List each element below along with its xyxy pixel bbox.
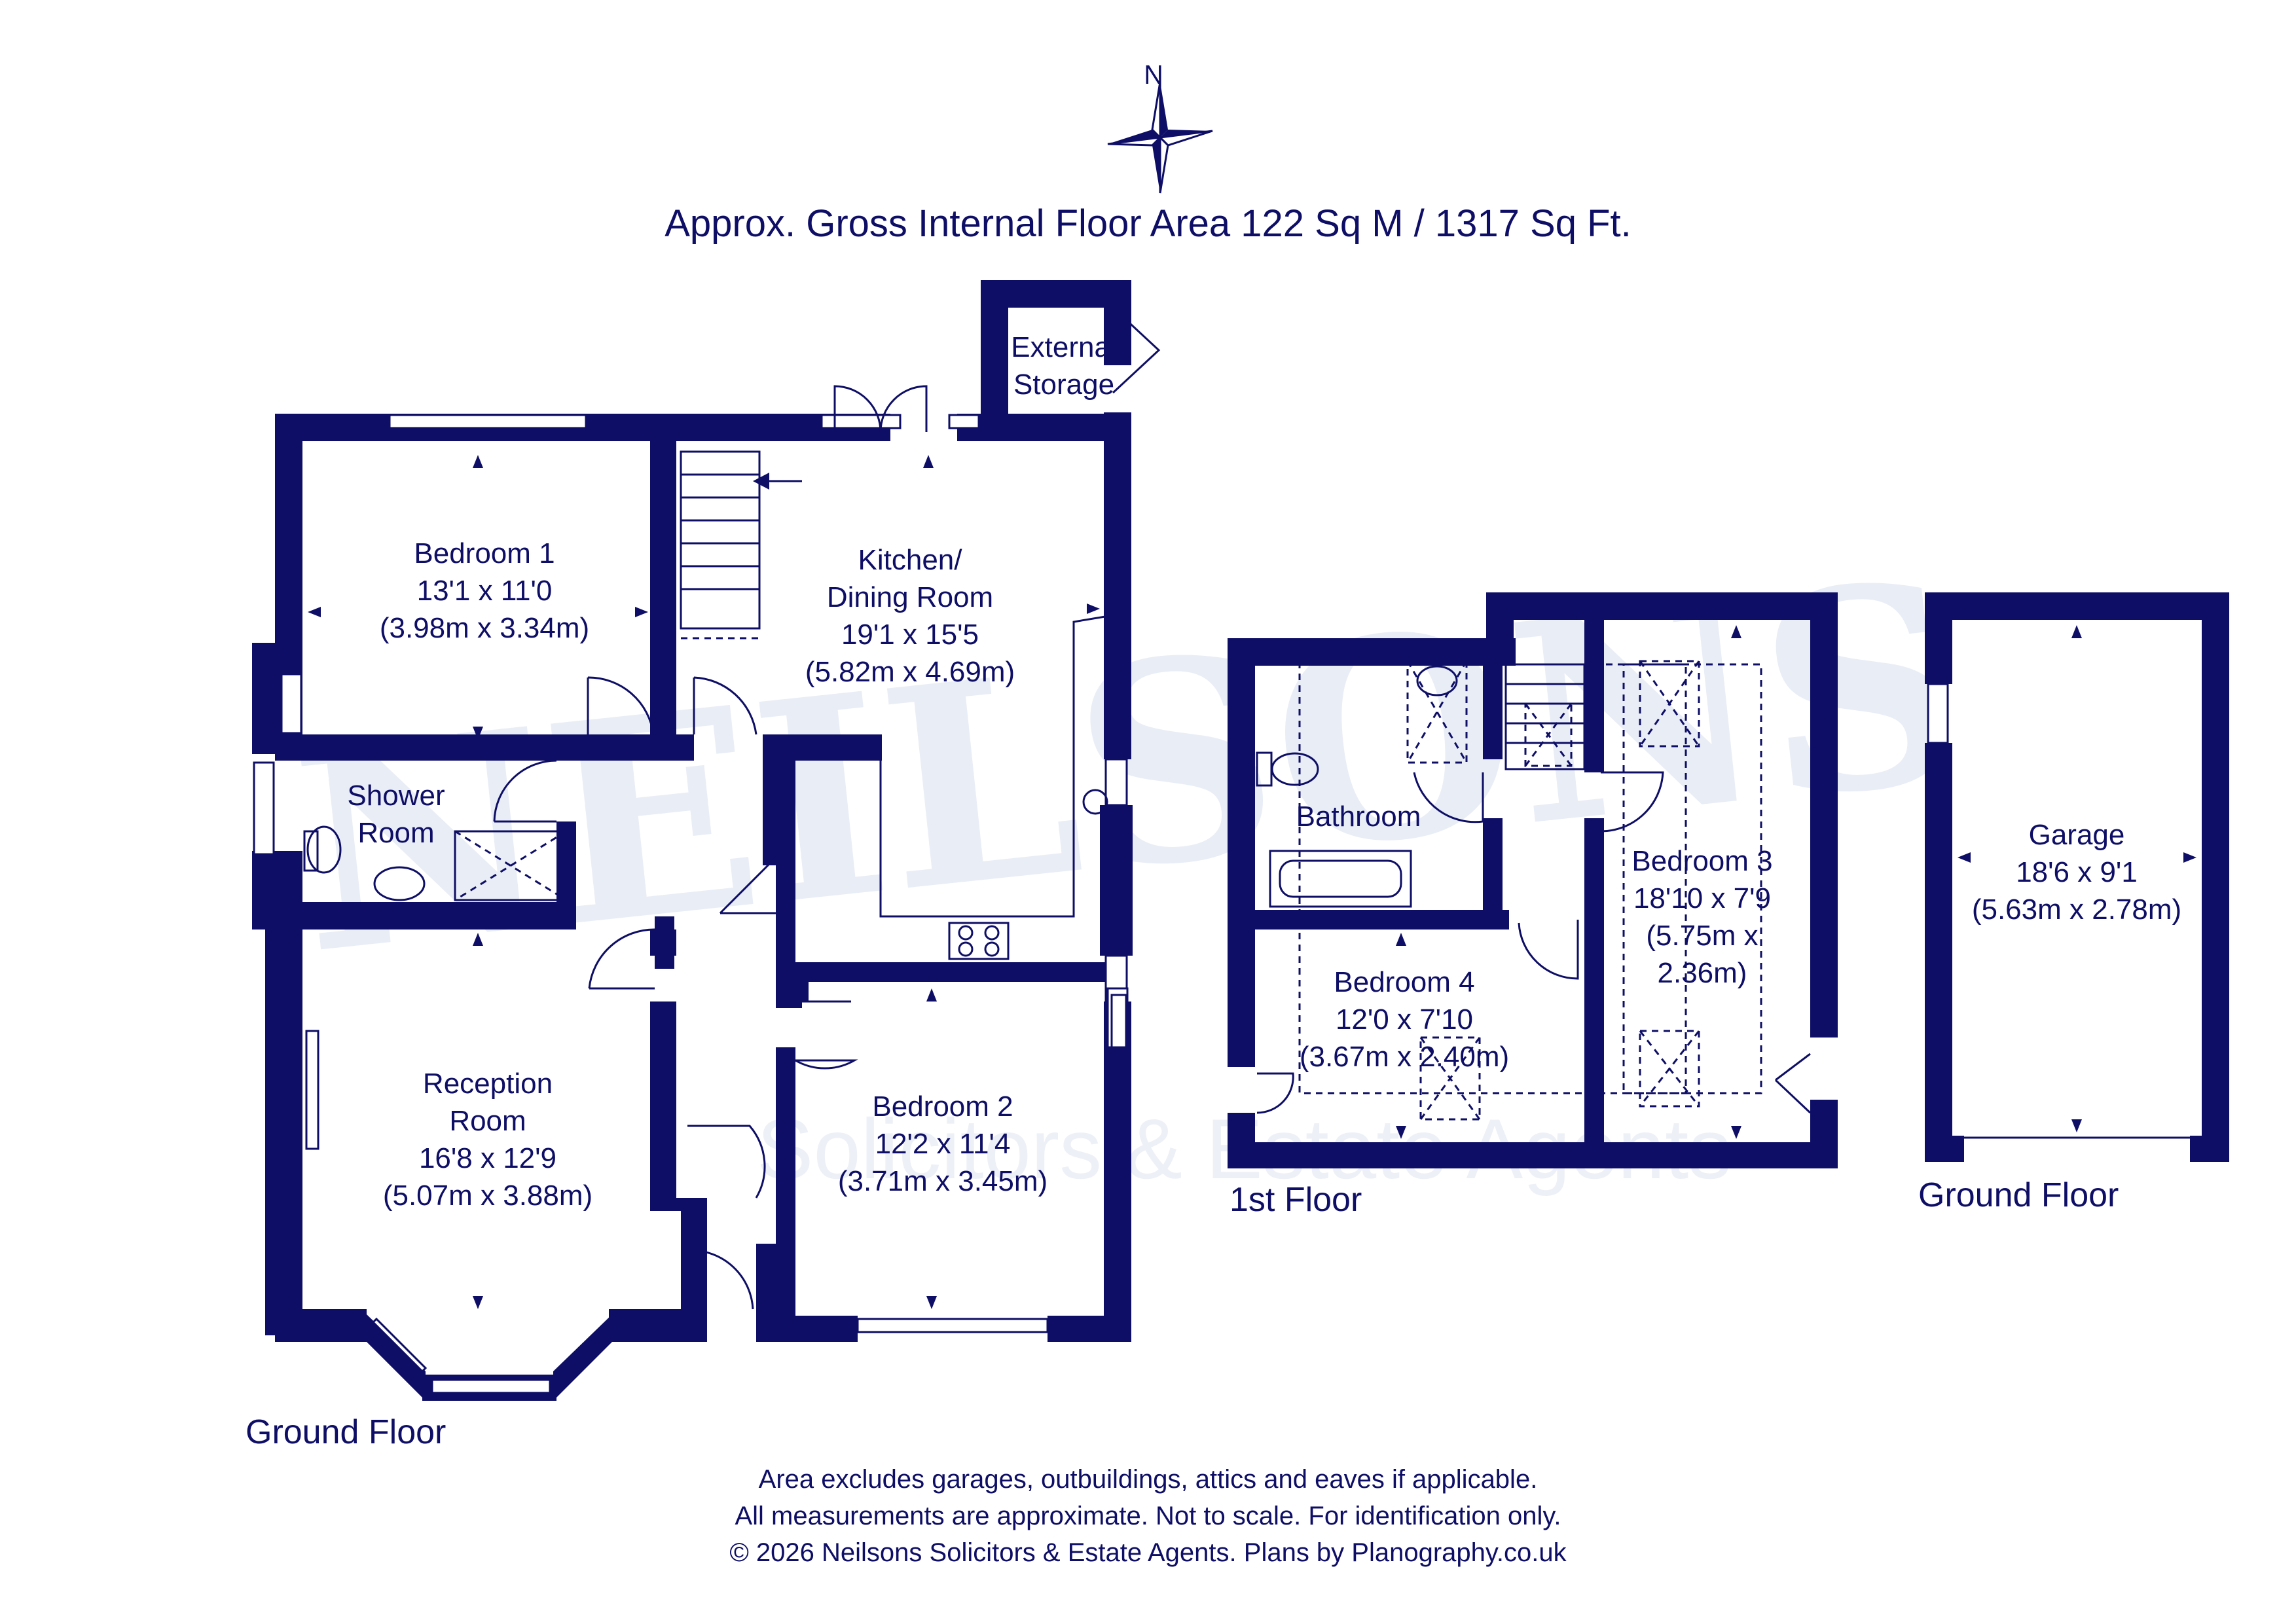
garage-plan: Garage 18'6 x 9'1 (5.63m x 2.78m) Ground…: [1918, 592, 2229, 1214]
kitchen-name-line1: Kitchen/: [858, 544, 963, 576]
garage-metric: (5.63m x 2.78m): [1972, 893, 2181, 926]
ground-floor-plan: Bedroom 1 13'1 x 11'0 (3.98m x 3.34m) Ki…: [246, 280, 1161, 1451]
copyright-line: © 2026 Neilsons Solicitors & Estate Agen…: [729, 1538, 1567, 1567]
floor-area-title: Approx. Gross Internal Floor Area 122 Sq…: [665, 202, 1631, 245]
reception-name-line2: Room: [449, 1105, 526, 1137]
bedroom1-metric: (3.98m x 3.34m): [380, 612, 589, 644]
shower-room-line2: Room: [357, 817, 434, 849]
first-floor-label: 1st Floor: [1230, 1181, 1362, 1219]
garage-dimension-arrows: [1958, 625, 2196, 1132]
compass-rose-icon: N: [1107, 60, 1213, 194]
shower-room-line1: Shower: [347, 780, 445, 812]
bedroom2-metric: (3.71m x 3.45m): [838, 1165, 1048, 1197]
garage-imperial: 18'6 x 9'1: [2016, 856, 2138, 888]
bedroom4-imperial: 12'0 x 7'10: [1336, 1003, 1473, 1036]
bedroom4-name: Bedroom 4: [1334, 966, 1474, 998]
external-storage-line1: External: [1011, 331, 1116, 363]
reception-imperial: 16'8 x 12'9: [419, 1142, 556, 1174]
bedroom3-metric-line1: (5.75m x: [1646, 920, 1758, 952]
staircase-icon: [680, 450, 802, 640]
bedroom3-metric-line2: 2.36m): [1658, 957, 1747, 989]
bedroom3-imperial: 18'10 x 7'9: [1633, 882, 1771, 914]
compass-north-label: N: [1144, 60, 1163, 90]
bedroom1-imperial: 13'1 x 11'0: [417, 575, 553, 607]
dimension-arrows: [308, 455, 1100, 1309]
reception-name-line1: Reception: [423, 1068, 553, 1100]
bedroom2-name: Bedroom 2: [872, 1091, 1013, 1123]
disclaimer-line-2: All measurements are approximate. Not to…: [735, 1502, 1561, 1530]
garage-floor-label: Ground Floor: [1918, 1176, 2119, 1214]
bedroom1-name: Bedroom 1: [414, 537, 555, 569]
kitchen-name-line2: Dining Room: [827, 581, 993, 613]
kitchen-imperial: 19'1 x 15'5: [841, 619, 979, 651]
ground-floor-label: Ground Floor: [246, 1413, 446, 1451]
bedroom2-imperial: 12'2 x 11'4: [875, 1128, 1011, 1160]
bedroom4-metric: (3.67m x 2.40m): [1300, 1041, 1509, 1073]
first-floor-dimension-arrows: [1396, 625, 1741, 1139]
bedroom3-name: Bedroom 3: [1631, 845, 1772, 877]
first-floor-plan: Bathroom Bedroom 3 18'10 x 7'9 (5.75m x …: [1228, 592, 1838, 1219]
bathroom-name: Bathroom: [1296, 801, 1421, 833]
disclaimer-footer: Area excludes garages, outbuildings, att…: [0, 1461, 2296, 1571]
reception-metric: (5.07m x 3.88m): [383, 1180, 592, 1212]
disclaimer-line-1: Area excludes garages, outbuildings, att…: [758, 1465, 1538, 1494]
garage-name: Garage: [2029, 819, 2125, 851]
external-storage-line2: Storage: [1013, 369, 1114, 401]
kitchen-metric: (5.82m x 4.69m): [805, 656, 1015, 688]
